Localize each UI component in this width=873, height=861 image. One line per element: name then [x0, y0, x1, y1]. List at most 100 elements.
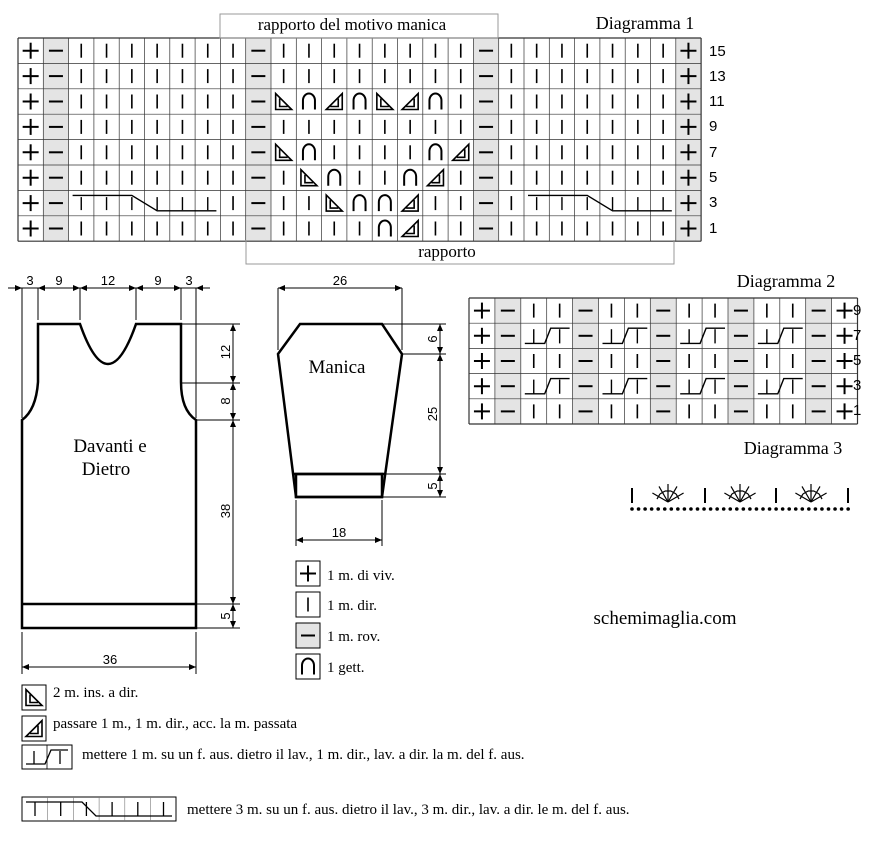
body-label-line1: Davanti e: [73, 436, 146, 457]
motif-repeat-label: rapporto del motivo manica: [258, 15, 447, 34]
stitch-symbol: [680, 93, 697, 110]
stitch-symbol: [680, 144, 697, 161]
chain-stitch-dot: [780, 507, 785, 511]
stitch-symbol: [473, 302, 490, 319]
dim-label: 3: [26, 273, 33, 288]
chain-stitch-dot: [761, 507, 765, 511]
stitch-symbol: [22, 42, 39, 59]
chain-stitch-dot: [767, 507, 772, 511]
row-number: 3: [709, 194, 717, 211]
legend-knit-text: 1 m. dir.: [327, 598, 377, 614]
stitch-symbol: [680, 195, 697, 212]
stitch-symbol: [473, 327, 490, 344]
chain-stitch-dot: [669, 507, 674, 511]
dim-label: 8: [218, 397, 233, 404]
stitch-symbol: [22, 220, 39, 237]
stitch-symbol: [376, 91, 395, 111]
cable-1-over-1-icon: [21, 744, 73, 770]
sleeve-outline: [276, 322, 404, 499]
body-right-dim-labels: 12 8 38 5: [218, 345, 233, 620]
stitch-symbol: [836, 353, 853, 369]
row-number: 15: [709, 43, 726, 60]
stitch-symbol: [22, 118, 39, 135]
stitch-symbol: [836, 403, 853, 420]
stitch-symbol: [403, 168, 418, 186]
dim-label: 12: [101, 273, 115, 288]
chain-stitch-dot: [833, 507, 837, 511]
chain-stitch-dot: [656, 507, 660, 511]
sleeve-dimensions: [277, 285, 446, 546]
cable-crossing-symbol: [524, 327, 570, 345]
stitch-symbol: [301, 143, 316, 161]
edge-stitch-icon: [300, 565, 316, 582]
legend-cable3-text: mettere 3 m. su un f. aus. dietro il lav…: [187, 802, 630, 818]
chain-stitch-dot: [846, 507, 850, 511]
stitch-symbol: [680, 169, 697, 186]
row-number: 5: [853, 352, 861, 369]
chain-stitch-dot: [800, 507, 805, 511]
diagram-1-row-numbers: 15 13 11 9 7 5 3 1: [709, 43, 726, 237]
cable-crossing-symbol: [680, 327, 725, 345]
cable-crossing-symbol: [757, 377, 803, 395]
stitch-symbol: [428, 143, 443, 161]
row-number: 7: [709, 144, 717, 161]
dim-label: 5: [218, 612, 233, 619]
sleeve-label: Manica: [309, 357, 367, 378]
legend-edge-text: 1 m. di viv.: [327, 568, 395, 584]
body-top-dim-labels: 3 9 12 9 3: [26, 273, 192, 288]
stitch-symbol: [836, 327, 853, 344]
chain-stitch-dot: [728, 507, 733, 511]
cable-crossing-symbol: [528, 194, 672, 212]
stitch-symbol: [680, 220, 697, 237]
chain-stitch-dot: [662, 507, 667, 511]
legend: 1 m. di viv. 1 m. dir. 1 m. rov. 1 gett.…: [21, 560, 630, 822]
cable-crossing-symbol: [524, 377, 570, 395]
chain-stitch-dot: [793, 507, 798, 511]
shell-fan-symbol: [724, 484, 756, 503]
dim-label: 9: [55, 273, 62, 288]
sleeve-dim-labels: 26 6 25 5 18: [332, 273, 440, 540]
stitch-symbol: [301, 92, 316, 110]
stitch-symbol: [473, 353, 490, 369]
diagram-2: Diagramma 2 9 7 5 3 1: [468, 271, 861, 425]
shell-fan-symbol: [652, 484, 684, 503]
chain-stitch-dot: [820, 507, 824, 511]
website-url: schemimaglia.com: [594, 608, 737, 629]
stitch-symbol: [377, 219, 392, 237]
legend-k2tog-text: 2 m. ins. a dir.: [53, 685, 138, 701]
stitch-symbol: [425, 167, 445, 187]
legend-skp-text: passare 1 m., 1 m. dir., acc. la m. pass…: [53, 716, 297, 732]
crochet-edging-chart: [630, 484, 850, 511]
chain-stitch-dot: [748, 507, 752, 511]
diagram-2-row-numbers: 9 7 5 3 1: [853, 302, 861, 419]
stitch-symbol: [274, 91, 294, 111]
row-number: 3: [853, 377, 861, 394]
chain-stitch-dot: [735, 507, 739, 511]
diagram-3-title: Diagramma 3: [744, 438, 842, 458]
chain-stitch-dot: [643, 507, 647, 511]
chain-stitch-dot: [682, 507, 687, 511]
stitch-symbol: [22, 169, 39, 186]
stitch-symbol: [473, 403, 490, 420]
diagram-2-grid: [468, 297, 859, 425]
stitch-symbol: [680, 68, 697, 85]
chain-stitch-dot: [636, 507, 641, 511]
cable-crossing-symbol: [757, 327, 803, 345]
legend-cable1-text: mettere 1 m. su un f. aus. dietro il lav…: [82, 747, 525, 763]
chain-stitch-dot: [708, 507, 713, 511]
dim-label: 5: [425, 482, 440, 489]
cable-crossing-symbol: [680, 377, 725, 395]
front-back-schematic: Davanti e Dietro 3 9 12 9 3: [8, 273, 240, 674]
legend-symbols: [21, 560, 321, 822]
stitch-symbol: [352, 194, 367, 212]
diagram-1-grid: [17, 37, 702, 242]
stitch-symbol: [400, 91, 419, 111]
chain-stitch-dot: [813, 507, 818, 511]
row-number: 7: [853, 327, 861, 344]
chain-stitch-dot: [715, 507, 719, 511]
chain-stitch-dot: [807, 507, 811, 511]
repeat-bracket: [245, 240, 675, 265]
legend-yo-text: 1 gett.: [327, 660, 365, 676]
dim-label: 18: [332, 525, 346, 540]
body-bottom-dimension: [21, 632, 197, 674]
